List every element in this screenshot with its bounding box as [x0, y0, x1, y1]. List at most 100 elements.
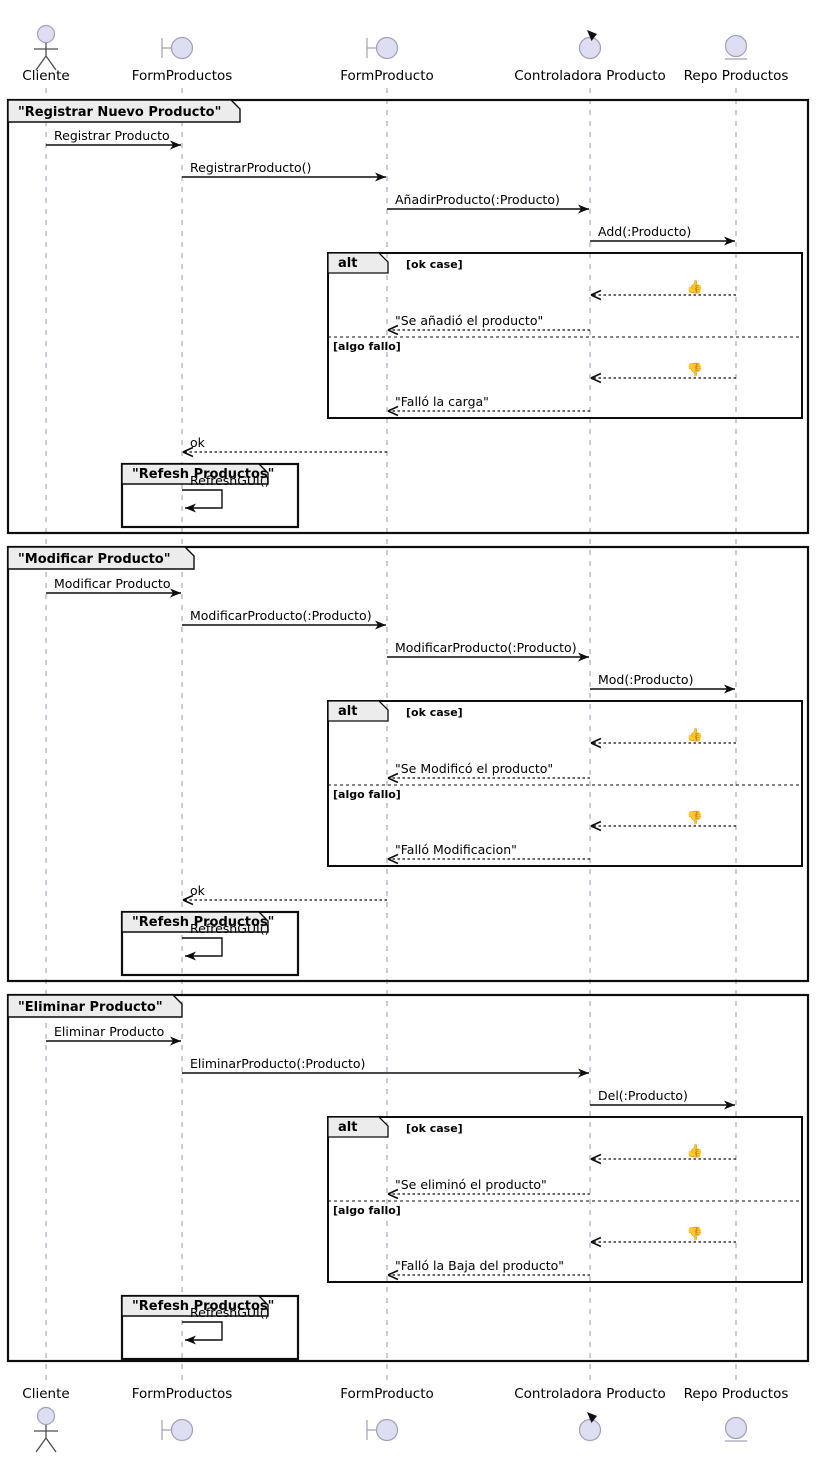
group-eliminar[interactable]: "Eliminar Producto": [6, 993, 810, 1363]
group-registrar[interactable]: "Registrar Nuevo Producto": [6, 98, 810, 535]
message-m12[interactable]: ModificarProducto(:Producto): [182, 608, 386, 630]
message-label-m21: Eliminar Producto: [54, 1024, 164, 1039]
self-message-label-m28: RefreshGUI(): [190, 1305, 269, 1320]
control-icon-arrow: [587, 30, 597, 41]
message-m15[interactable]: 👍: [590, 727, 736, 749]
message-label-m23: Del(:Producto): [598, 1088, 688, 1103]
participant-head-formproducto[interactable]: FormProducto: [340, 36, 434, 85]
boundary-icon-bar: [366, 1420, 377, 1440]
participant-head-repo[interactable]: Repo Productos: [684, 34, 789, 85]
subgroup-header-registrar-title: "Refesh Productos": [132, 467, 274, 482]
arrowhead-m18: [387, 853, 399, 865]
subgroup-refresh-registrar[interactable]: "Refesh Productos": [120, 462, 300, 529]
arrowhead-m6: [387, 324, 399, 336]
subgroup-header-modificar-title: "Refesh Productos": [132, 915, 274, 930]
arrowhead-m14: [724, 684, 735, 694]
message-label-m14: Mod(:Producto): [598, 672, 693, 687]
self-message-line-m28: [182, 1321, 223, 1341]
group-modificar[interactable]: "Modificar Producto": [6, 545, 810, 983]
message-m14[interactable]: Mod(:Producto): [590, 672, 735, 694]
message-m6[interactable]: "Se añadió el producto": [387, 313, 590, 336]
arrowhead-m1: [170, 140, 181, 150]
arrowhead-m5: [590, 289, 602, 301]
arrowhead-m21: [170, 1036, 181, 1046]
participant-head-formproductos[interactable]: FormProductos: [132, 36, 233, 85]
participant-label-controladora: Controladora Producto: [514, 68, 666, 84]
self-message-m28[interactable]: RefreshGUI(): [182, 1305, 269, 1345]
message-label-m27: "Falló la Baja del producto": [395, 1258, 564, 1273]
arrowhead-m16: [387, 772, 399, 784]
boundary-icon-bar: [161, 1420, 172, 1440]
alt-fragment-registrar[interactable]: alt[ok case][algo fallo]: [327, 252, 803, 419]
subgroup-refresh-modificar[interactable]: "Refesh Productos": [120, 910, 300, 977]
actor-stick-figure-icon-body: [34, 1425, 58, 1453]
actor-stick-figure-icon-head: [36, 24, 56, 44]
arrowhead-m9: [182, 446, 194, 458]
self-message-m20[interactable]: RefreshGUI(): [182, 921, 269, 961]
message-label-m2: RegistrarProducto(): [190, 160, 311, 175]
message-m27[interactable]: "Falló la Baja del producto": [387, 1258, 590, 1281]
participant-foot-formproducto[interactable]: FormProducto: [340, 1386, 434, 1442]
participant-foot-label-formproductos: FormProductos: [132, 1386, 233, 1402]
message-m8[interactable]: "Falló la carga": [387, 394, 590, 417]
participant-head-cliente[interactable]: Cliente: [22, 24, 70, 85]
participant-head-controladora[interactable]: Controladora Producto: [514, 30, 666, 84]
message-m13[interactable]: ModificarProducto(:Producto): [387, 640, 589, 662]
alt-header-modificar-title: alt: [338, 704, 357, 719]
participant-foot-label-controladora: Controladora Producto: [514, 1386, 666, 1402]
message-m3[interactable]: AñadirProducto(:Producto): [387, 192, 589, 214]
thumbs-up-icon: 👍: [687, 279, 703, 295]
message-m21[interactable]: Eliminar Producto: [46, 1024, 181, 1046]
arrowhead-m4: [724, 236, 735, 246]
message-m25[interactable]: "Se eliminó el producto": [387, 1177, 590, 1200]
entity-icon-circle: [724, 1416, 748, 1440]
message-m1[interactable]: Registrar Producto: [46, 128, 181, 150]
message-m16[interactable]: "Se Modificó el producto": [387, 761, 590, 784]
message-m11[interactable]: Modificar Producto: [46, 576, 181, 598]
lifelines-layer: [45, 88, 737, 1382]
message-m18[interactable]: "Falló Modificacion": [387, 842, 590, 865]
message-m9[interactable]: ok: [182, 435, 387, 458]
participant-foot-controladora[interactable]: Controladora Producto: [514, 1386, 666, 1442]
message-m19[interactable]: ok: [182, 883, 387, 906]
message-m2[interactable]: RegistrarProducto(): [182, 160, 386, 182]
participant-label-formproducto: FormProducto: [340, 68, 434, 84]
thumbs-down-icon: 👎: [687, 362, 703, 378]
participant-foot-cliente[interactable]: Cliente: [22, 1386, 70, 1453]
message-label-m11: Modificar Producto: [54, 576, 170, 591]
alt-header-registrar-tab: [327, 252, 389, 274]
group-frame-modificar: [6, 545, 810, 983]
message-m26[interactable]: 👎: [590, 1226, 736, 1248]
message-m24[interactable]: 👍: [590, 1143, 736, 1165]
alt-frame-registrar: [327, 252, 803, 419]
message-m7[interactable]: 👎: [590, 362, 736, 384]
arrowhead-m20: [185, 951, 196, 961]
control-icon-circle: [578, 36, 602, 60]
subgroup-refresh-eliminar[interactable]: "Refesh Productos": [120, 1294, 300, 1361]
self-message-m10[interactable]: RefreshGUI(): [182, 473, 269, 513]
arrowhead-m10: [185, 503, 196, 513]
subgroup-header-modificar-tab: [121, 911, 269, 933]
actor-stick-figure-icon-body: [34, 43, 58, 71]
message-m17[interactable]: 👎: [590, 810, 736, 832]
message-m23[interactable]: Del(:Producto): [590, 1088, 735, 1110]
participant-foot-repo[interactable]: Repo Productos: [684, 1386, 789, 1442]
arrowhead-m8: [387, 405, 399, 417]
alt-fragment-modificar[interactable]: alt[ok case][algo fallo]: [327, 700, 803, 867]
boundary-icon-circle: [170, 1418, 194, 1442]
message-m22[interactable]: EliminarProducto(:Producto): [182, 1056, 589, 1078]
message-label-m9: ok: [190, 435, 206, 450]
arrowhead-m28: [185, 1335, 196, 1345]
message-m5[interactable]: 👍: [590, 279, 736, 301]
message-label-m1: Registrar Producto: [54, 128, 170, 143]
self-message-label-m10: RefreshGUI(): [190, 473, 269, 488]
message-label-m19: ok: [190, 883, 206, 898]
message-label-m8: "Falló la carga": [395, 394, 489, 409]
control-icon-arrow: [587, 1412, 597, 1423]
alt-fragment-eliminar[interactable]: alt[ok case][algo fallo]: [327, 1116, 803, 1283]
message-label-m13: ModificarProducto(:Producto): [395, 640, 577, 655]
participant-foot-formproductos[interactable]: FormProductos: [132, 1386, 233, 1442]
message-m4[interactable]: Add(:Producto): [590, 224, 735, 246]
group-header-registrar-title: "Registrar Nuevo Producto": [18, 105, 221, 120]
arrowhead-m22: [578, 1068, 589, 1078]
